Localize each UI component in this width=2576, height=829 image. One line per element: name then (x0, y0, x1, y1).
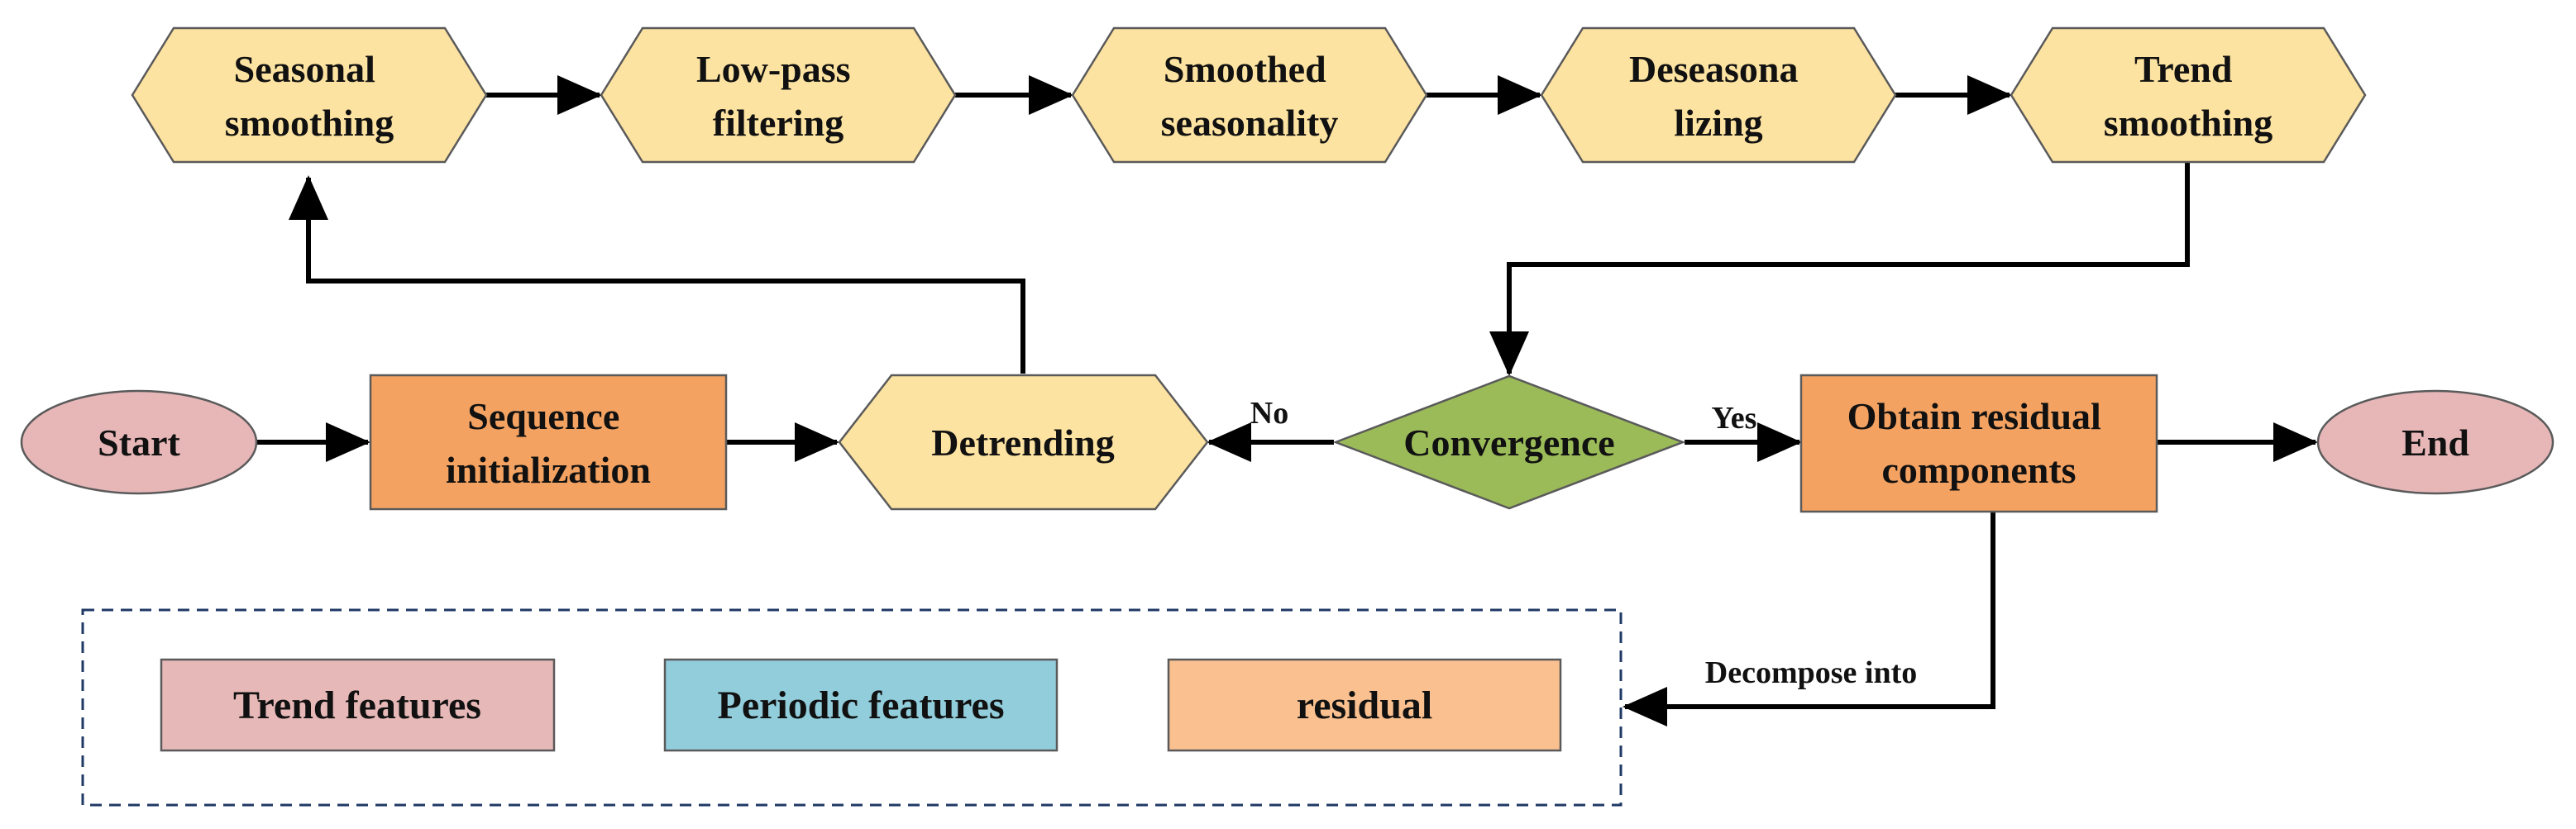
deseasonalizing-node: Deseasona lizing (1540, 26, 1897, 164)
trend-smoothing-line1: Trend (2134, 48, 2233, 90)
obtain-residual-shape (1799, 374, 2158, 513)
edge-detrending-to-seasonal (289, 175, 1025, 374)
decomposition-legend: Trend features Periodic features residua… (81, 608, 1623, 807)
edge-label-decompose-into: Decompose into (1705, 655, 1917, 690)
detrending-shape (838, 374, 1209, 511)
edge-label-yes: Yes (1712, 401, 1757, 436)
legend-periodic-label: Periodic features (718, 684, 1005, 727)
obtain-residual-line2: components (1881, 449, 2076, 491)
svg-text:Deseasona lizing: Deseasona lizing (1629, 48, 1808, 144)
svg-text:Smoothed seasonality: Smoothed seasonality (1161, 48, 1339, 144)
deseasonalizing-shape (1540, 26, 1897, 164)
svg-text:Obtain residual componen: Obtain residual components (1847, 395, 2111, 491)
sequence-initialization-node: Sequence initialization (369, 374, 728, 511)
legend-trend-label: Trend features (233, 684, 481, 727)
svg-text:Sequence initialization: Sequence initialization (446, 395, 651, 491)
start-label: Start (98, 422, 180, 464)
edge-label-no: No (1250, 396, 1288, 431)
low-pass-filtering-node: Low-pass filtering (600, 26, 957, 164)
detrending-node: Detrending (838, 374, 1209, 511)
trend-smoothing-shape (2010, 26, 2367, 164)
obtain-residual-node: Obtain residual components (1799, 374, 2158, 513)
end-shape (2316, 389, 2554, 495)
start-shape (20, 389, 258, 495)
svg-text:Seasonal smoothing: Seasonal smoothing (225, 48, 394, 144)
start-node: Start (20, 389, 258, 495)
legend-residual-swatch (1167, 658, 1562, 752)
svg-text:Trend smoothing: Trend smoothing (2104, 48, 2273, 144)
end-node: End (2316, 389, 2554, 495)
low-pass-filtering-shape (600, 26, 957, 164)
legend-periodic-swatch (663, 658, 1059, 752)
trend-smoothing-line2: smoothing (2104, 102, 2273, 144)
detrending-label: Detrending (931, 422, 1115, 464)
low-pass-filtering-line2: filtering (713, 102, 844, 144)
sequence-initialization-line1: Sequence (467, 395, 619, 437)
deseasonalizing-line1: Deseasona (1629, 48, 1798, 90)
seasonal-smoothing-shape (131, 26, 488, 164)
smoothed-seasonality-node: Smoothed seasonality (1071, 26, 1428, 164)
legend-residual-label: residual (1297, 684, 1432, 727)
deseasonalizing-line2: lizing (1674, 102, 1762, 144)
seasonal-smoothing-line1: Seasonal (234, 48, 375, 90)
smoothed-seasonality-line2: seasonality (1161, 102, 1339, 144)
smoothed-seasonality-line1: Smoothed (1164, 48, 1326, 90)
svg-text:Low-pass filtering: Low-pass filtering (696, 48, 860, 144)
legend-trend-swatch (160, 658, 556, 752)
trend-smoothing-node: Trend smoothing (2010, 26, 2367, 164)
edge-residual-to-legend (1623, 512, 1995, 727)
seasonal-smoothing-node: Seasonal smoothing (131, 26, 488, 164)
convergence-label: Convergence (1403, 422, 1614, 464)
smoothed-seasonality-shape (1071, 26, 1428, 164)
convergence-shape (1332, 374, 1686, 510)
edges (256, 75, 2318, 727)
legend-dashed-border (81, 608, 1623, 807)
edge-trend-to-convergence (1489, 162, 2190, 376)
sequence-initialization-shape (369, 374, 728, 511)
low-pass-filtering-line1: Low-pass (696, 48, 851, 90)
end-label: End (2402, 422, 2469, 464)
sequence-initialization-line2: initialization (446, 449, 651, 491)
convergence-node: Convergence (1332, 374, 1686, 510)
obtain-residual-line1: Obtain residual (1847, 395, 2101, 437)
seasonal-smoothing-line2: smoothing (225, 102, 394, 144)
